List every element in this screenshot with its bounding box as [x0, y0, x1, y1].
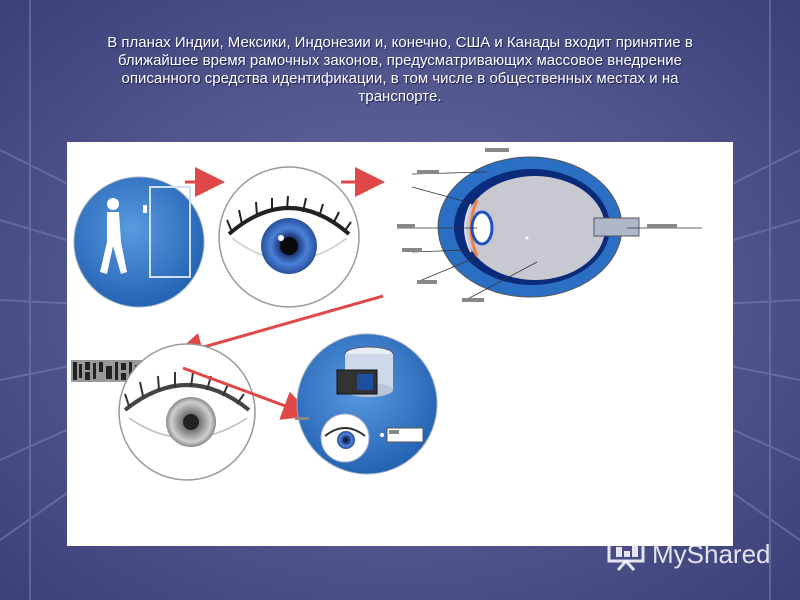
watermark: MyShared	[606, 535, 786, 575]
person-door-circle	[74, 177, 204, 307]
projector-screen-icon	[606, 537, 646, 571]
watermark-text: MyShared	[652, 539, 771, 570]
title-line: В планах Индии, Мексики, Индонезии и, ко…	[40, 34, 760, 52]
scanned-eye-circle	[119, 344, 255, 480]
title-line: транспорте.	[40, 88, 760, 106]
database-match-circle	[295, 334, 437, 474]
title-line: описанного средства идентификации, в том…	[40, 70, 760, 88]
illustration-panel	[67, 142, 733, 546]
title-line: ближайшее время рамочных законов, предус…	[40, 52, 760, 70]
iris-identification-illustration	[67, 142, 733, 546]
slide-title: В планах Индии, Мексики, Индонезии и, ко…	[40, 34, 760, 106]
eye-anatomy-diagram	[397, 148, 702, 302]
eye-closeup-circle	[219, 167, 359, 307]
